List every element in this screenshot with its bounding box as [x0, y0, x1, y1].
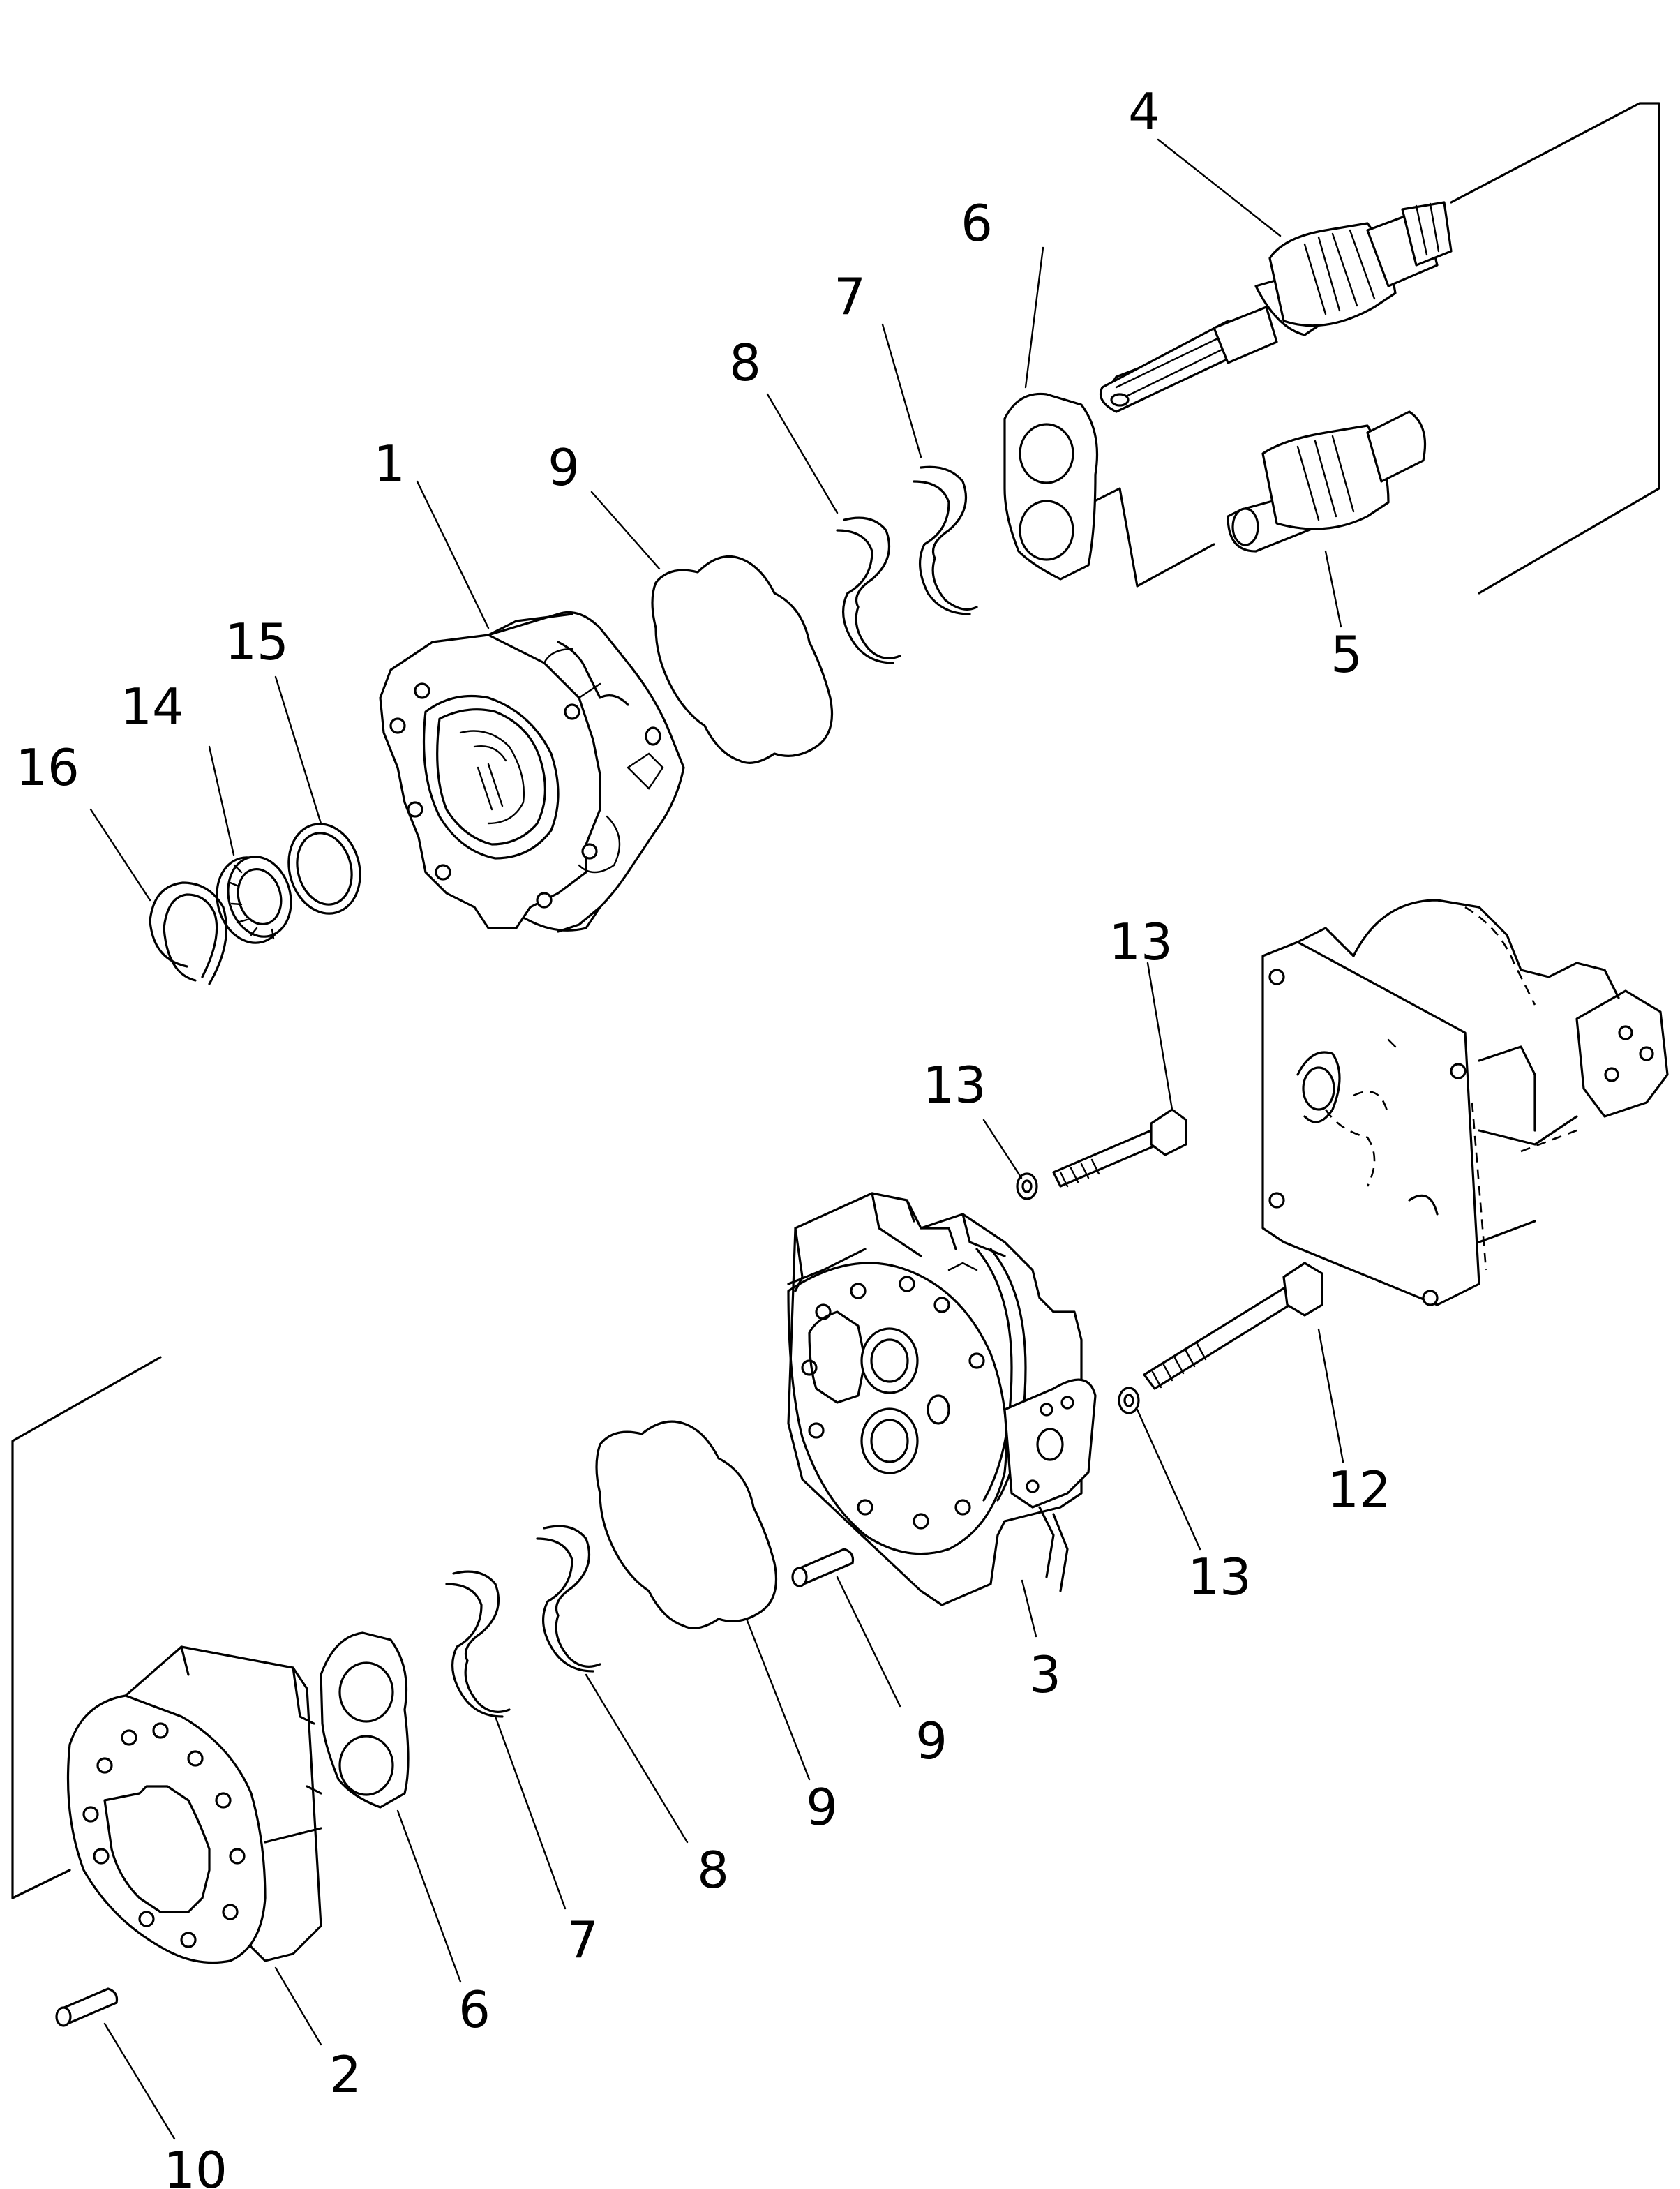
seal-ring-lower [595, 1420, 778, 1629]
callout-1: 1 [373, 435, 405, 493]
callout-13-upper: 13 [922, 1056, 987, 1114]
callout-6-lower: 6 [458, 1980, 490, 2039]
center-body [787, 1192, 1097, 1606]
callout-labels: 4 6 7 8 9 1 5 15 14 16 13 13 12 13 3 9 9… [15, 82, 1391, 2189]
dowel-pin-10-bottom [55, 1987, 119, 2027]
callout-2: 2 [329, 2045, 361, 2104]
bolt-11 [1143, 1262, 1323, 1390]
backup-ring-7-lower [445, 1570, 511, 1718]
bolt-12 [1052, 1108, 1187, 1188]
wear-plate-lower [320, 1631, 410, 1809]
backup-ring-8-lower [536, 1525, 601, 1673]
callout-15: 15 [225, 613, 289, 671]
callout-16: 16 [15, 738, 80, 797]
retaining-ring-15 [287, 823, 361, 915]
callout-12: 13 [1109, 913, 1173, 971]
callout-9-lower: 9 [806, 1778, 838, 1837]
callout-11: 12 [1327, 1460, 1391, 1519]
lower-bracket-lines [11, 1356, 162, 1899]
callout-4: 4 [1128, 82, 1160, 141]
rear-cover [66, 1645, 322, 1964]
callout-8-upper: 8 [729, 334, 761, 392]
seal-ring-upper [651, 555, 834, 764]
callout-3: 3 [1029, 1645, 1061, 1704]
upper-bracket-lines [1090, 102, 1660, 595]
dowel-pin-10-middle [791, 1548, 855, 1587]
callout-10-middle: 9 [915, 1712, 947, 1770]
driven-gear [1227, 410, 1427, 553]
backup-ring-8-upper [836, 516, 901, 664]
washer-13-lower [1118, 1387, 1140, 1414]
callout-13-lower: 13 [1187, 1548, 1252, 1606]
reference-pump-unit [1261, 899, 1669, 1306]
callout-8-lower: 8 [697, 1841, 729, 1899]
snap-ring-16 [149, 881, 228, 985]
front-cover-housing [379, 611, 685, 933]
wear-plate-upper [1003, 392, 1099, 581]
callout-7-lower: 7 [567, 1911, 599, 1969]
callout-7-upper: 7 [834, 267, 866, 326]
oil-seal-14 [216, 856, 292, 944]
drive-shaft-gear [1099, 201, 1453, 413]
backup-ring-7-upper [913, 465, 978, 615]
callout-14: 14 [120, 678, 184, 736]
washer-13-upper [1016, 1172, 1038, 1200]
callout-6-upper: 6 [961, 194, 993, 253]
callout-10-bottom: 10 [163, 2141, 227, 2189]
callout-9-upper: 9 [548, 438, 580, 497]
callout-5: 5 [1330, 625, 1363, 684]
leader-lines [89, 138, 1344, 2140]
